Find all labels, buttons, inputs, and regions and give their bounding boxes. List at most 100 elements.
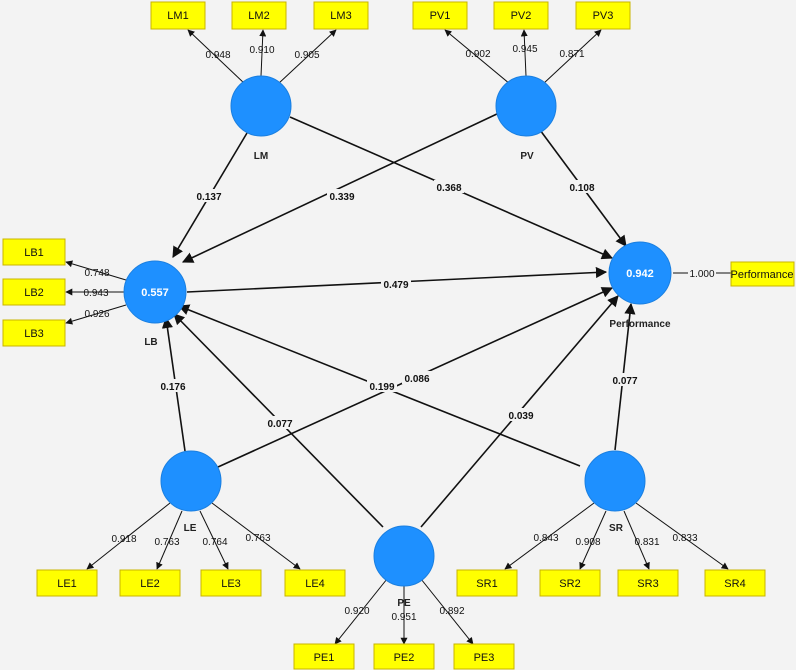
construct-pv-name: PV <box>520 151 534 162</box>
indicator-le3-box[interactable] <box>200 569 262 597</box>
indicator-sr3-label: SR3 <box>637 578 658 590</box>
indicator-sr3-box[interactable] <box>617 569 679 597</box>
loading-le2: 0.763 <box>154 537 179 548</box>
loading-lb1-arrow <box>65 260 127 281</box>
indicator-lb1-label: LB1 <box>24 247 44 259</box>
indicator-lb1-box[interactable] <box>2 238 66 266</box>
coef-pe-lb: 0.077 <box>267 419 292 430</box>
structural-paths <box>161 112 636 528</box>
loading-pv1-arrow <box>444 29 511 85</box>
indicator-performance-box[interactable] <box>730 261 795 287</box>
loading-pe3: 0.892 <box>439 606 464 617</box>
indicator-le3-label: LE3 <box>221 578 241 590</box>
indicator-pv2-label: PV2 <box>511 10 532 22</box>
loading-arrows <box>65 29 731 645</box>
loading-sr4: 0.833 <box>672 533 697 544</box>
indicator-pv1-box[interactable] <box>412 1 468 30</box>
loading-sr4-arrow <box>635 502 729 570</box>
indicator-pe1-box[interactable] <box>293 643 355 670</box>
construct-pe[interactable] <box>373 525 435 587</box>
loading-le3: 0.764 <box>202 537 227 548</box>
loading-lb3: 0.926 <box>84 309 109 320</box>
indicator-le1-box[interactable] <box>36 569 98 597</box>
indicator-lm1-box[interactable] <box>150 1 206 30</box>
indicator-lb2-label: LB2 <box>24 287 44 299</box>
loading-le1: 0.918 <box>111 534 136 545</box>
indicator-lm2-label: LM2 <box>248 10 269 22</box>
loading-pv2-arrow <box>520 29 528 77</box>
loading-lm3: 0.905 <box>294 50 319 61</box>
loading-le4: 0.763 <box>245 533 270 544</box>
loading-sr2-arrow <box>579 510 607 570</box>
indicator-sr4-label: SR4 <box>724 578 745 590</box>
loading-le1-arrow <box>86 502 171 570</box>
indicator-pe3-label: PE3 <box>474 652 495 664</box>
indicator-lm3-box[interactable] <box>313 1 369 30</box>
loading-lb2: 0.943 <box>83 288 108 299</box>
path-coefficients: 0.137 0.368 0.339 0.108 0.479 0.176 0.08… <box>158 180 640 430</box>
indicator-lb3-box[interactable] <box>2 319 66 347</box>
loading-lb1: 0.748 <box>84 268 109 279</box>
indicator-sr4-box[interactable] <box>704 569 766 597</box>
loading-le2-arrow <box>156 510 183 570</box>
loading-sr2: 0.908 <box>575 537 600 548</box>
indicator-le1-label: LE1 <box>57 578 77 590</box>
indicator-le2-box[interactable] <box>119 569 181 597</box>
construct-lb-name: LB <box>144 337 157 348</box>
coef-sr-performance: 0.077 <box>612 376 637 387</box>
indicator-lm1-label: LM1 <box>167 10 188 22</box>
coef-lb-performance: 0.479 <box>383 280 408 291</box>
indicator-sr1-label: SR1 <box>476 578 497 590</box>
loading-values: 0.948 0.910 0.905 0.902 0.945 0.871 0.74… <box>83 44 716 623</box>
path-pv-lb[interactable] <box>181 112 500 263</box>
loading-le3-arrow <box>199 510 229 570</box>
indicator-sr1-box[interactable] <box>456 569 518 597</box>
loading-pv3-arrow <box>542 29 602 85</box>
construct-lm[interactable] <box>230 75 292 137</box>
loading-pv2: 0.945 <box>512 44 537 55</box>
coef-pv-lb: 0.339 <box>329 192 354 203</box>
loading-pe2: 0.951 <box>391 612 416 623</box>
loading-sr1: 0.843 <box>533 533 558 544</box>
loading-lm1: 0.948 <box>205 50 230 61</box>
loading-lm3-arrow <box>277 29 337 85</box>
loading-performance: 1.000 <box>689 269 714 280</box>
loading-pe1-arrow <box>334 578 388 645</box>
indicator-pv2-box[interactable] <box>493 1 549 30</box>
construct-performance-r2: 0.942 <box>626 268 654 280</box>
coef-pv-performance: 0.108 <box>569 183 594 194</box>
loading-sr3-arrow <box>623 510 650 570</box>
construct-lb[interactable] <box>123 260 187 324</box>
indicator-lm3-label: LM3 <box>330 10 351 22</box>
coef-le-lb: 0.176 <box>160 382 185 393</box>
indicator-pe1-label: PE1 <box>314 652 335 664</box>
constructs: LM PV 0.557 LB 0.942 Performance LE PE S… <box>123 75 672 609</box>
indicator-sr2-label: SR2 <box>559 578 580 590</box>
indicator-performance-label: Performance <box>731 269 794 281</box>
indicator-pv1-label: PV1 <box>430 10 451 22</box>
coef-lm-lb: 0.137 <box>196 192 221 203</box>
loading-lm1-arrow <box>187 29 246 85</box>
construct-le[interactable] <box>160 450 222 512</box>
indicator-lm2-box[interactable] <box>231 1 287 30</box>
indicator-le4-box[interactable] <box>284 569 346 597</box>
indicator-pv3-box[interactable] <box>575 1 631 30</box>
coef-sr-lb: 0.199 <box>369 382 394 393</box>
coef-le-performance: 0.086 <box>404 374 429 385</box>
indicator-le2-label: LE2 <box>140 578 160 590</box>
construct-performance-name: Performance <box>609 319 671 330</box>
construct-pv[interactable] <box>495 75 557 137</box>
construct-le-name: LE <box>184 523 197 534</box>
construct-performance[interactable] <box>608 241 672 305</box>
indicator-lb2-box[interactable] <box>2 278 66 306</box>
loading-lm2: 0.910 <box>249 45 274 56</box>
indicator-sr2-box[interactable] <box>539 569 601 597</box>
indicator-pe2-box[interactable] <box>373 643 435 670</box>
indicator-pe3-box[interactable] <box>453 643 515 670</box>
construct-lm-name: LM <box>254 151 268 162</box>
construct-sr-name: SR <box>609 523 624 534</box>
loading-sr1-arrow <box>504 502 595 570</box>
construct-sr[interactable] <box>584 450 646 512</box>
